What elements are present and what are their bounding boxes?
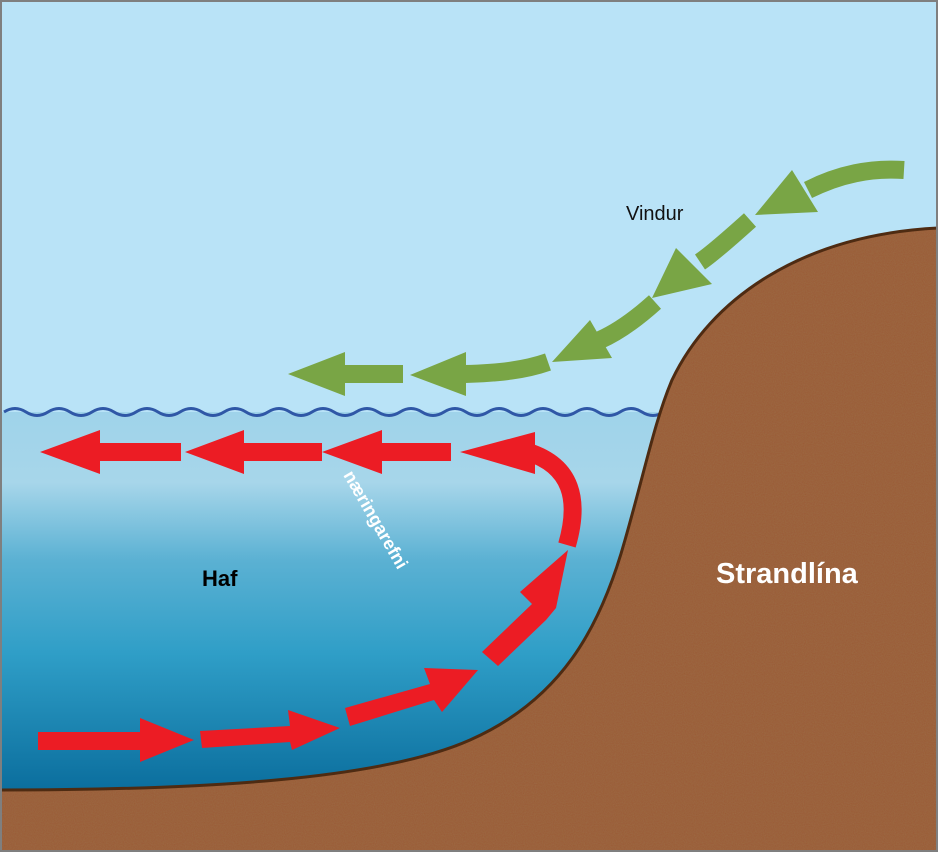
coastline-label: Strandlína: [716, 558, 859, 590]
coastline-outline: [0, 226, 938, 792]
wind-arrows: [288, 160, 905, 396]
current-arrows: [38, 430, 582, 762]
wind-arrow-3: [596, 295, 662, 349]
current-arrow-bottom-3: [345, 668, 478, 726]
wind-arrow-1-head: [755, 170, 818, 215]
current-arrow-top-3: [40, 430, 181, 474]
wind-arrow-1: [803, 160, 905, 199]
land-coastline: [0, 228, 938, 852]
current-arrow-bottom-1: [38, 718, 194, 762]
wind-label: Vindur: [626, 203, 684, 225]
wind-arrow-2: [694, 213, 757, 270]
wind-arrow-3-head: [552, 320, 612, 362]
wind-arrow-4-head: [410, 352, 466, 396]
current-arrow-top-2: [185, 430, 322, 474]
current-arrow-bottom-2: [200, 710, 340, 750]
current-arrow-upwelling-head: [460, 432, 535, 474]
current-arrow-top-1: [322, 430, 451, 474]
ocean-label: Haf: [202, 566, 238, 591]
wind-arrow-4: [464, 353, 551, 383]
wind-arrow-2-head: [652, 248, 712, 298]
current-arrow-upwelling-turn: [524, 443, 582, 548]
water-surface-wave: [3, 407, 665, 417]
current-arrow-bottom-4: [482, 550, 568, 666]
wind-arrow-5: [288, 352, 403, 396]
